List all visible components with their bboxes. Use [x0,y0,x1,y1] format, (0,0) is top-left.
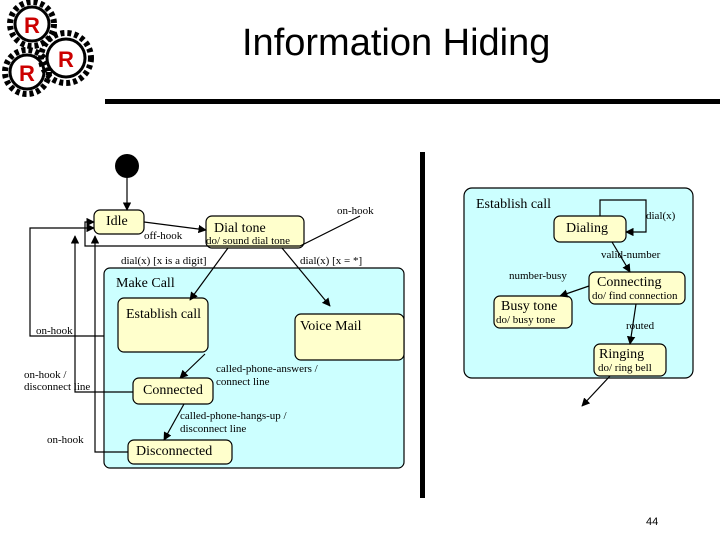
connecting-activity: do/ find connection [592,290,678,302]
on-hook-left-label: on-hook [36,325,73,337]
ringing-label: Ringing [599,347,645,362]
gear-icon-left: R [2,47,52,97]
right-establish-call-label: Establish call [476,197,552,212]
arrow-on-hook-top [84,215,361,247]
routed-label: routed [626,320,655,332]
dial-tone-label: Dial tone [214,221,266,236]
on-hook-top-label: on-hook [337,205,374,217]
logo: R R R [2,0,94,97]
arrow-valid-number [611,241,631,273]
number-busy-label: number-busy [509,270,567,282]
off-hook-label: off-hook [144,230,183,242]
dial-tone-activity: do/ sound dial tone [206,235,291,247]
voice-mail-label: Voice Mail [300,319,362,334]
logo-letter-left: R [19,61,35,86]
arrow-routed [626,303,637,345]
disconnected-label: Disconnected [136,444,213,459]
answers-label-1: called-phone-answers / [216,363,318,375]
gear-icon-top: R [7,0,57,49]
arrow-establish-to-connected [179,353,206,379]
title-rule [105,99,720,104]
arrow-on-hook-left [29,223,104,337]
arrow-on-hook-disconnect [70,235,133,393]
voice-mail-state [294,313,405,361]
dialing-label: Dialing [566,221,608,236]
dial-x-label: dial(x) [646,210,676,222]
ringing-activity: do/ ring bell [598,362,652,374]
arrow-connected-to-disconnected [163,403,185,441]
dial-star-label: dial(x) [x = *] [300,255,363,267]
logo-letter-top: R [24,13,40,38]
arrow-dial-star [281,247,331,307]
arrow-off-hook [143,221,207,234]
dial-digit-label: dial(x) [x is a digit] [121,255,207,267]
connecting-state [588,271,686,305]
initial-state [115,154,139,178]
gear-icon-right: R [38,30,94,86]
arrow-dial-self-loop [599,199,647,237]
connecting-label: Connecting [597,275,662,290]
answers-label-2: connect line [216,376,270,388]
arrow-number-busy [559,285,590,298]
busy-tone-activity: do/ busy tone [496,314,556,326]
connected-state [132,377,214,405]
hangs-up-label-1: called-phone-hangs-up / [180,410,287,422]
establish-call-label: Establish call [126,307,202,322]
vertical-separator [420,152,425,498]
on-hook-bottom-label: on-hook [47,434,84,446]
arrow-on-hook-bottom [90,235,128,453]
idle-label: Idle [106,214,128,229]
logo-letter-right: R [58,47,74,72]
connected-label: Connected [143,383,203,398]
busy-tone-label: Busy tone [501,299,558,314]
establish-call-composite [463,187,694,379]
arrow-ringing-exit [581,375,611,407]
busy-tone-state [493,295,573,329]
slide-title: Information Hiding [242,22,551,64]
make-call-label: Make Call [116,276,175,291]
establish-call-state [117,297,209,353]
hangs-up-label-2: disconnect line [180,423,247,435]
on-hook-disconnect-label-1: on-hook / [24,369,67,381]
arrow-dial-digit [189,247,229,301]
page-number: 44 [646,516,659,528]
on-hook-disconnect-label-2: disconnect line [24,381,91,393]
valid-number-label: valid-number [601,249,661,261]
